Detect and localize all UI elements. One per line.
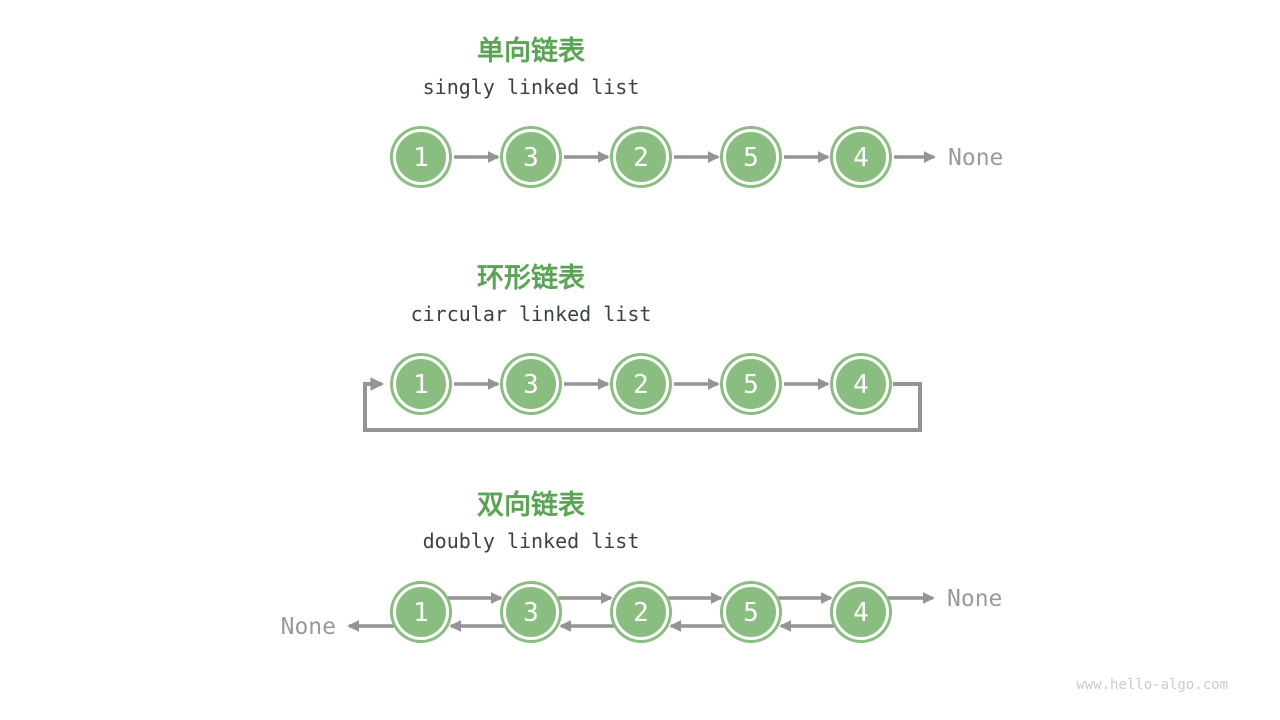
node-ring: [503, 584, 559, 640]
node-circle: [720, 581, 782, 643]
list-node: 4: [830, 126, 892, 188]
circular-loop-arrow: [363, 377, 922, 432]
node-ring: [503, 356, 559, 412]
list-node: 2: [610, 353, 672, 415]
node-value: 1: [413, 598, 429, 628]
node-value: 5: [743, 143, 759, 173]
list-node: 2: [610, 581, 672, 643]
none-label: None: [948, 145, 1003, 171]
node-ring: [393, 356, 449, 412]
list-node: 3: [500, 581, 562, 643]
node-ring: [613, 584, 669, 640]
node-value: 4: [853, 370, 869, 400]
node-ring: [613, 356, 669, 412]
node-circle: [610, 581, 672, 643]
node-value: 5: [743, 370, 759, 400]
node-circle: [830, 126, 892, 188]
list-node: 1: [390, 581, 452, 643]
none-label: None: [281, 614, 336, 640]
node-ring: [833, 129, 889, 185]
node-ring: [833, 356, 889, 412]
node-value: 2: [633, 143, 649, 173]
node-ring: [503, 129, 559, 185]
list-node: 5: [720, 353, 782, 415]
node-ring: [393, 129, 449, 185]
list-node: 3: [500, 353, 562, 415]
node-value: 2: [633, 370, 649, 400]
section-title-singly: 单向链表: [477, 36, 585, 67]
node-value: 5: [743, 598, 759, 628]
node-circle: [720, 353, 782, 415]
list-node: 2: [610, 126, 672, 188]
node-value: 1: [413, 370, 429, 400]
node-circle: [390, 126, 452, 188]
list-node: 4: [830, 581, 892, 643]
node-ring: [723, 356, 779, 412]
node-circle: [390, 581, 452, 643]
node-value: 4: [853, 598, 869, 628]
node-circle: [830, 581, 892, 643]
list-node: 5: [720, 581, 782, 643]
section-title-circular: 环形链表: [477, 263, 585, 294]
section-subtitle-doubly: doubly linked list: [422, 529, 640, 553]
node-circle: [390, 353, 452, 415]
node-circle: [610, 126, 672, 188]
node-value: 3: [523, 598, 539, 628]
list-node: 5: [720, 126, 782, 188]
node-value: 1: [413, 143, 429, 173]
section-subtitle-singly: singly linked list: [422, 75, 640, 99]
node-circle: [500, 353, 562, 415]
list-node: 1: [390, 126, 452, 188]
node-value: 3: [523, 370, 539, 400]
list-node: 3: [500, 126, 562, 188]
node-value: 2: [633, 598, 649, 628]
section-subtitle-circular: circular linked list: [410, 302, 652, 326]
section-title-doubly: 双向链表: [477, 490, 585, 521]
node-value: 4: [853, 143, 869, 173]
node-circle: [500, 126, 562, 188]
none-label: None: [947, 586, 1002, 612]
node-ring: [393, 584, 449, 640]
node-circle: [720, 126, 782, 188]
node-ring: [723, 129, 779, 185]
node-ring: [723, 584, 779, 640]
list-node: 1: [390, 353, 452, 415]
node-circle: [610, 353, 672, 415]
node-circle: [500, 581, 562, 643]
list-node: 4: [830, 353, 892, 415]
node-ring: [613, 129, 669, 185]
watermark: www.hello-algo.com: [1076, 677, 1228, 693]
node-circle: [830, 353, 892, 415]
node-ring: [833, 584, 889, 640]
node-value: 3: [523, 143, 539, 173]
